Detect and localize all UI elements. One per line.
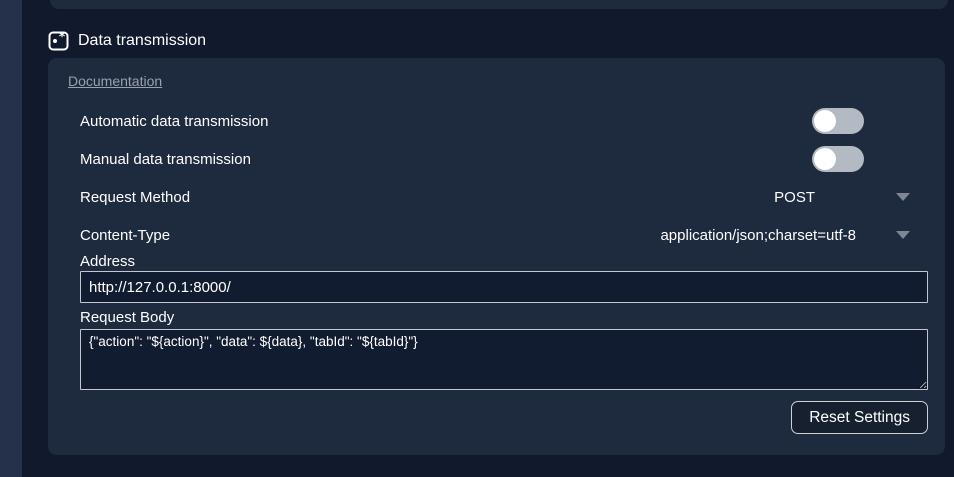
address-input[interactable] — [80, 271, 928, 303]
automatic-transmission-toggle[interactable] — [812, 108, 864, 134]
request-method-label: Request Method — [80, 188, 191, 206]
request-body-textarea[interactable]: {"action": "${action}", "data": ${data},… — [80, 329, 928, 390]
content-type-select[interactable]: application/json;charset=utf-8 — [660, 227, 928, 244]
request-body-label: Request Body — [80, 309, 175, 326]
reset-settings-button[interactable]: Reset Settings — [791, 401, 928, 434]
manual-transmission-label: Manual data transmission — [80, 150, 251, 168]
chevron-down-icon — [896, 193, 910, 201]
chevron-down-icon — [896, 231, 910, 239]
documentation-link[interactable]: Documentation — [68, 73, 163, 89]
automatic-transmission-row: Automatic data transmission — [80, 102, 928, 140]
automatic-transmission-label: Automatic data transmission — [80, 112, 269, 130]
content-type-label: Content-Type — [80, 226, 171, 244]
content-type-value: application/json;charset=utf-8 — [660, 226, 856, 244]
button-row: Reset Settings — [80, 401, 928, 434]
previous-card-bottom-edge — [50, 0, 948, 9]
section-title: Data transmission — [78, 32, 207, 49]
svg-text:*: * — [59, 30, 66, 44]
address-label: Address — [80, 253, 136, 270]
section-header: * Data transmission — [48, 30, 206, 52]
request-method-row: Request Method POST — [80, 178, 928, 216]
toggle-knob — [814, 148, 836, 170]
content-type-row: Content-Type application/json;charset=ut… — [80, 216, 928, 254]
options-page: * Data transmission Documentation Automa… — [22, 0, 954, 477]
toggle-knob — [814, 110, 836, 132]
request-method-value: POST — [774, 188, 815, 206]
request-method-select[interactable]: POST — [774, 189, 928, 206]
manual-transmission-row: Manual data transmission — [80, 140, 928, 178]
manual-transmission-toggle[interactable] — [812, 146, 864, 172]
data-transmission-card: Documentation Automatic data transmissio… — [48, 58, 945, 455]
extension-frame-icon: * — [48, 30, 69, 52]
